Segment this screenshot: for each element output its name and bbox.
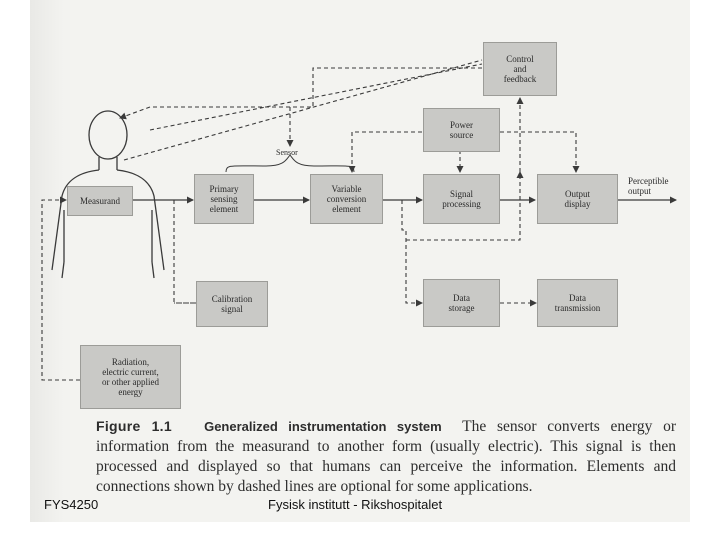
data-transmission-block: Data transmission (537, 279, 618, 327)
sensor-label: Sensor (276, 148, 298, 157)
human-to-control-line (123, 59, 483, 161)
output-display-block: Output display (537, 174, 618, 224)
radiation-energy-block: Radiation, electric current, or other ap… (80, 345, 181, 409)
caption-text: The sensor converts energy or informatio… (96, 418, 677, 495)
storage-to-signal-line (406, 171, 524, 241)
power-to-variable-line (348, 131, 422, 173)
figure-title: Generalized instrumentation system (204, 419, 442, 434)
power-source-block: Power source (423, 108, 500, 152)
control-feedback-block: Control and feedback (483, 42, 557, 96)
variable-conversion-block: Variable conversion element (310, 174, 383, 224)
human-to-control-line-2 (149, 63, 483, 131)
power-to-output-line (500, 131, 580, 173)
calibration-branch-line (173, 200, 196, 304)
scanned-page (30, 0, 690, 522)
primary-sensing-block: Primary sensing element (194, 174, 254, 224)
calibration-signal-block: Calibration signal (196, 281, 268, 327)
signal-processing-block: Signal processing (423, 174, 500, 224)
radiation-to-measurand-line (41, 196, 80, 381)
course-code: FYS4250 (44, 497, 99, 512)
human-figure (51, 110, 165, 279)
control-to-human-line (119, 67, 482, 120)
page-margin (30, 0, 64, 522)
to-storage-line (401, 200, 423, 307)
figure-label: Figure 1.1 (96, 418, 172, 434)
data-storage-block: Data storage (423, 279, 500, 327)
sensor-brace (225, 154, 355, 173)
figure-caption: Figure 1.1 Generalized instrumentation s… (96, 416, 676, 497)
perceptible-output-label: Perceptible output (628, 176, 669, 196)
measurand-block: Measurand (67, 186, 133, 216)
institute-footer: Fysisk institutt - Rikshospitalet (268, 497, 443, 512)
